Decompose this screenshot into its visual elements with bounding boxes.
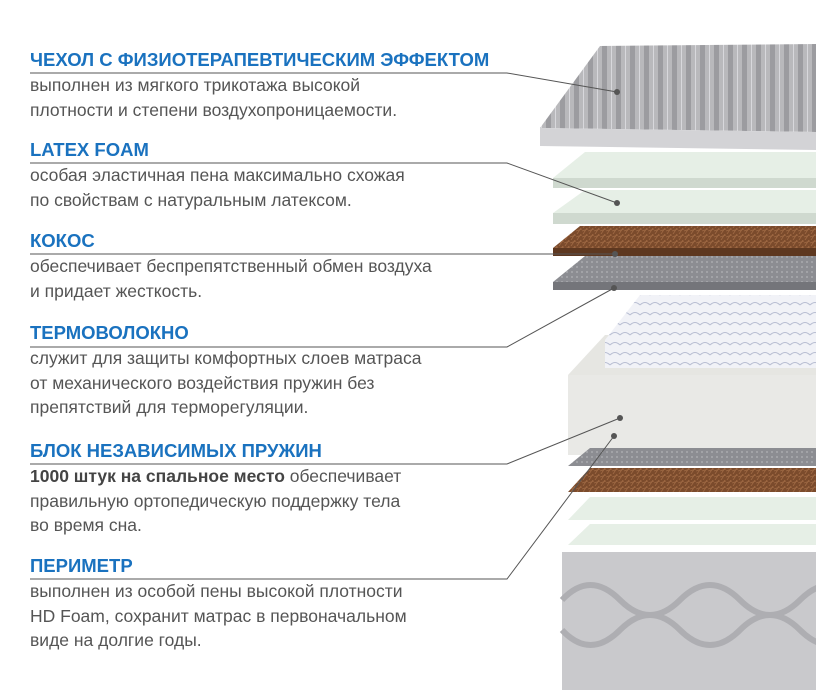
cover-layer [540, 44, 816, 150]
coconut-text-line: обеспечивает беспрепятственный обмен воз… [30, 256, 432, 276]
cover-text-line: выполнен из мягкого трикотажа высокой [30, 75, 361, 95]
springs-text-line: во время сна. [30, 515, 142, 535]
thermofiber-title: ТЕРМОВОЛОКНО [30, 322, 189, 343]
perimeter-lower-layers [559, 448, 816, 690]
leader-lines [30, 72, 621, 580]
springs-description: БЛОК НЕЗАВИСИМЫХ ПРУЖИН 1000 штук на спа… [30, 440, 520, 538]
thermofiber-text-line: препятствий для терморегуляции. [30, 397, 309, 417]
latex-text-line: по свойствам с натуральным латексом. [30, 189, 352, 210]
springs-count-text: 1000 штук на спальное место [30, 466, 285, 486]
leader-dots [611, 89, 623, 439]
perimeter-description: ПЕРИМЕТР выполнен из особой пены высокой… [30, 555, 520, 653]
perimeter-text-line: HD Foam, сохранит матрас в первоначально… [30, 605, 407, 626]
springs-title: БЛОК НЕЗАВИСИМЫХ ПРУЖИН [30, 440, 322, 461]
cover-title: ЧЕХОЛ С ФИЗИОТЕРАПЕВТИЧЕСКИМ ЭФФЕКТОМ [30, 49, 490, 70]
spring-block-layer [568, 295, 816, 455]
latex-foam-layer [553, 152, 816, 224]
thermofiber-text-line: служит для защиты комфортных слоев матра… [30, 348, 422, 368]
thermofiber-layer [553, 256, 816, 290]
perimeter-title: ПЕРИМЕТР [30, 555, 133, 576]
springs-text-line: обеспечивает [284, 466, 402, 486]
latex-text-line: особая эластичная пена максимально схожа… [30, 165, 405, 185]
perimeter-text-line: выполнен из особой пены высокой плотност… [30, 581, 403, 601]
cover-text-line: плотности и степени воздухопроницаемости… [30, 99, 398, 120]
coconut-text-line: и придает жесткость. [30, 280, 203, 301]
latex-title: LATEX FOAM [30, 139, 149, 160]
thermofiber-text-line: от механического воздействия пружин без [30, 372, 375, 393]
cover-description: ЧЕХОЛ С ФИЗИОТЕРАПЕВТИЧЕСКИМ ЭФФЕКТОМ вы… [30, 49, 520, 122]
coconut-description: КОКОС обеспечивает беспрепятственный обм… [30, 230, 520, 303]
springs-text-line: правильную ортопедическую поддержку тела [30, 490, 401, 511]
latex-description: LATEX FOAM особая эластичная пена максим… [30, 139, 520, 212]
thermofiber-description: ТЕРМОВОЛОКНО служит для защиты комфортны… [30, 322, 520, 420]
perimeter-text-line: виде на долгие годы. [30, 630, 202, 650]
coconut-layer [553, 226, 816, 256]
coconut-title: КОКОС [30, 230, 95, 251]
